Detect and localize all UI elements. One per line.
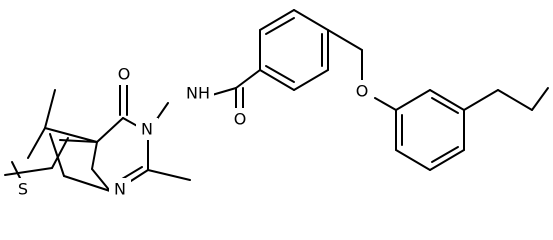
bond (265, 65, 295, 83)
bond (91, 168, 111, 192)
ring-carbonyl-oxygen-label: O (118, 65, 131, 84)
molecule-svg: S O N N NH O O (4, 9, 549, 200)
bond (431, 97, 459, 114)
bond (235, 69, 261, 89)
ether-linker (327, 29, 397, 111)
bond (91, 141, 98, 170)
bond (293, 69, 329, 91)
bond (463, 89, 499, 111)
pyrimidinone-ring (44, 117, 149, 192)
bond (429, 89, 465, 111)
bond (59, 139, 98, 143)
bond (27, 127, 46, 159)
thiophene-ring (11, 127, 98, 189)
bond (497, 89, 533, 111)
amide-oxygen-label: O (234, 110, 247, 129)
ether-oxygen-label: O (356, 82, 369, 101)
bond (147, 169, 191, 181)
bond (259, 9, 295, 31)
bond (431, 146, 459, 163)
bond (327, 29, 363, 51)
bond (259, 69, 295, 91)
bond (63, 175, 111, 192)
bond (429, 149, 465, 171)
bond (531, 87, 549, 111)
bond (51, 137, 69, 169)
ring-nitrogen-label: N (141, 120, 153, 139)
structure-diagram: S O N N NH O O (4, 9, 549, 200)
bond (395, 149, 431, 171)
atom-labels: S O N N NH O O (12, 63, 373, 200)
bond (4, 167, 53, 176)
ring-nitrogen-2-label: N (114, 180, 126, 199)
methyl-groups (4, 89, 191, 181)
bond (96, 117, 124, 143)
bond (211, 87, 237, 96)
bond (44, 127, 98, 143)
benzene-ring-2 (395, 89, 465, 171)
bond (265, 17, 295, 35)
bond (49, 133, 65, 177)
amide-nh-label: NH (186, 84, 210, 103)
sulfur-atom-label: S (18, 180, 28, 199)
ethyl-group (463, 87, 549, 111)
bond (293, 9, 329, 31)
ring-carbonyl (119, 81, 128, 116)
bond (44, 89, 56, 129)
benzene-ring-1 (259, 9, 329, 91)
bond (395, 89, 431, 111)
bond (374, 97, 397, 111)
